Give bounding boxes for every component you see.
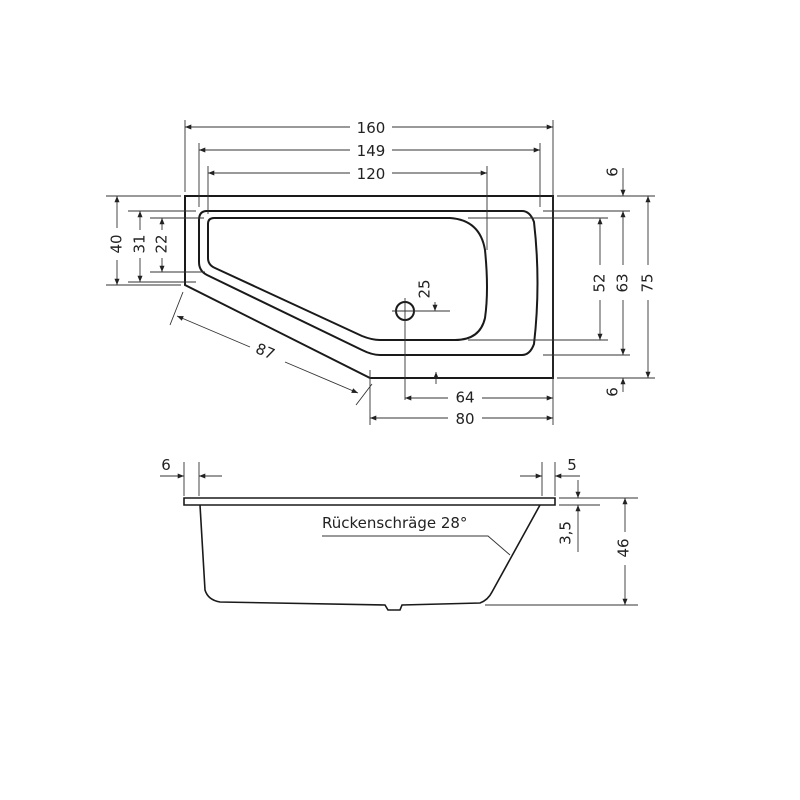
- dim-3-5: 3,5: [557, 521, 575, 545]
- rim-profile: [183, 497, 556, 506]
- dim-40: 40: [108, 234, 126, 253]
- side-view: 6 5 3,5 46 Rückenschräge 28°: [160, 456, 638, 611]
- back-slope-label: Rückenschräge 28°: [322, 514, 467, 532]
- dim-120: 120: [357, 165, 386, 183]
- dim-5-side: 5: [567, 456, 577, 474]
- top-view: 160 149 120 64 80 87 25 6 6 52 63 75 40 …: [106, 119, 657, 428]
- dim-6-bottom: 6: [604, 387, 622, 397]
- dim-6-top: 6: [604, 167, 622, 177]
- dim-25: 25: [416, 279, 434, 298]
- dim-52: 52: [591, 273, 609, 292]
- dim-80: 80: [455, 410, 474, 428]
- dim-149: 149: [357, 142, 386, 160]
- dim-87: 87: [253, 340, 278, 364]
- basin-outline: [207, 217, 488, 341]
- outer-outline: [184, 195, 554, 379]
- dim-6-side: 6: [161, 456, 171, 474]
- dim-46: 46: [615, 538, 633, 557]
- rim-outline: [198, 210, 539, 356]
- dim-160: 160: [357, 119, 386, 137]
- dim-22: 22: [153, 234, 171, 253]
- dim-63: 63: [614, 273, 632, 292]
- tub-profile: [199, 504, 541, 611]
- dim-64: 64: [455, 389, 474, 407]
- dim-75: 75: [639, 273, 657, 292]
- dim-31: 31: [131, 234, 149, 253]
